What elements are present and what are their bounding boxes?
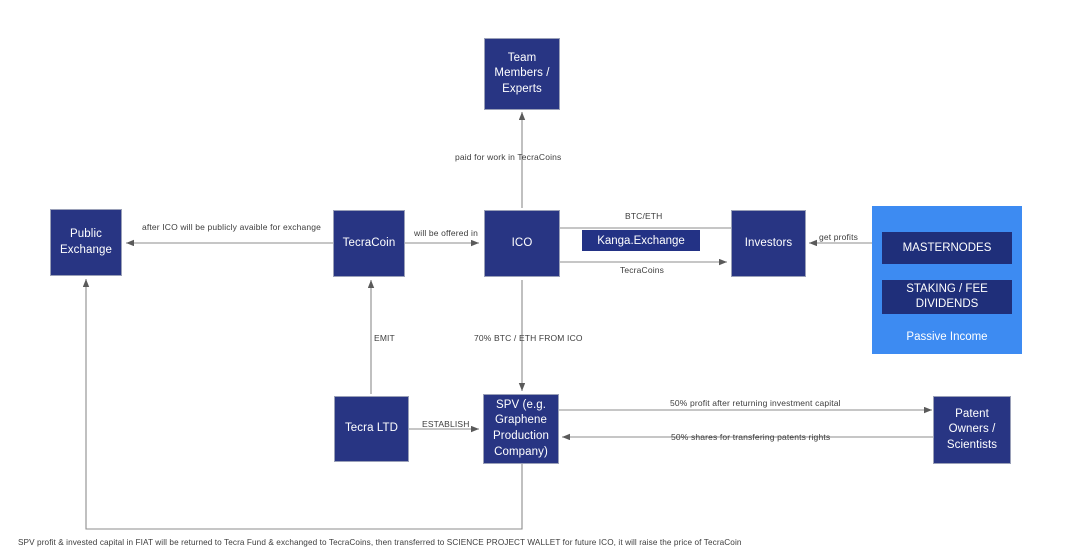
- edge-label-tecracoins: TecraCoins: [620, 265, 665, 275]
- panel-box-staking-fee-dividends[interactable]: STAKING / FEE DIVIDENDS: [882, 280, 1012, 314]
- node-tecracoin[interactable]: TecraCoin: [333, 210, 405, 277]
- edge-label-emit: EMIT: [374, 333, 395, 343]
- edge-label-paid-for-work: paid for work in TecraCoins: [455, 152, 562, 162]
- edge-label-get-profits: get profits: [819, 232, 858, 242]
- node-patent-owners-label: Patent Owners / Scientists: [946, 407, 998, 451]
- node-ico[interactable]: ICO: [484, 210, 560, 277]
- chip-kanga-exchange[interactable]: Kanga.Exchange: [582, 230, 700, 251]
- node-spv[interactable]: SPV (e.g. Graphene Production Company): [483, 394, 559, 464]
- node-public-exchange-label: Public Exchange: [60, 227, 112, 256]
- edge-label-will-be-offered-in: will be offered in: [414, 228, 478, 238]
- edge-label-btc-eth: BTC/ETH: [625, 211, 663, 221]
- node-public-exchange[interactable]: Public Exchange: [50, 209, 122, 276]
- node-team-members[interactable]: Team Members / Experts: [484, 38, 560, 110]
- panel-box-masternodes[interactable]: MASTERNODES: [882, 232, 1012, 264]
- edge-spv-to-public-return: [82, 279, 523, 530]
- node-investors-label: Investors: [744, 236, 793, 249]
- edge-label-establish: ESTABLISH: [422, 419, 470, 429]
- chip-kanga-exchange-label: Kanga.Exchange: [597, 234, 685, 247]
- edge-label-70-btc-eth-from-ico: 70% BTC / ETH FROM ICO: [474, 333, 583, 343]
- node-team-members-label: Team Members / Experts: [494, 51, 550, 95]
- node-investors[interactable]: Investors: [731, 210, 806, 277]
- clipped-title: [0, 0, 1066, 10]
- node-spv-label: SPV (e.g. Graphene Production Company): [493, 398, 549, 458]
- node-tecracoin-label: TecraCoin: [342, 236, 396, 249]
- edge-label-after-ico: after ICO will be publicly avaible for e…: [142, 222, 322, 232]
- panel-box-staking-fee-dividends-label: STAKING / FEE DIVIDENDS: [906, 283, 988, 310]
- node-tecra-ltd[interactable]: Tecra LTD: [334, 396, 409, 462]
- panel-box-masternodes-label: MASTERNODES: [902, 241, 992, 254]
- node-patent-owners[interactable]: Patent Owners / Scientists: [933, 396, 1011, 464]
- edge-label-50-profit: 50% profit after returning investment ca…: [670, 398, 841, 408]
- footnote-text: SPV profit & invested capital in FIAT wi…: [18, 538, 742, 547]
- edge-label-50-shares: 50% shares for transfering patents right…: [671, 432, 831, 442]
- passive-income-caption: Passive Income: [906, 331, 988, 343]
- passive-income-panel: MASTERNODES STAKING / FEE DIVIDENDS Pass…: [872, 206, 1022, 354]
- node-tecra-ltd-label: Tecra LTD: [344, 422, 399, 435]
- node-ico-label: ICO: [511, 236, 533, 249]
